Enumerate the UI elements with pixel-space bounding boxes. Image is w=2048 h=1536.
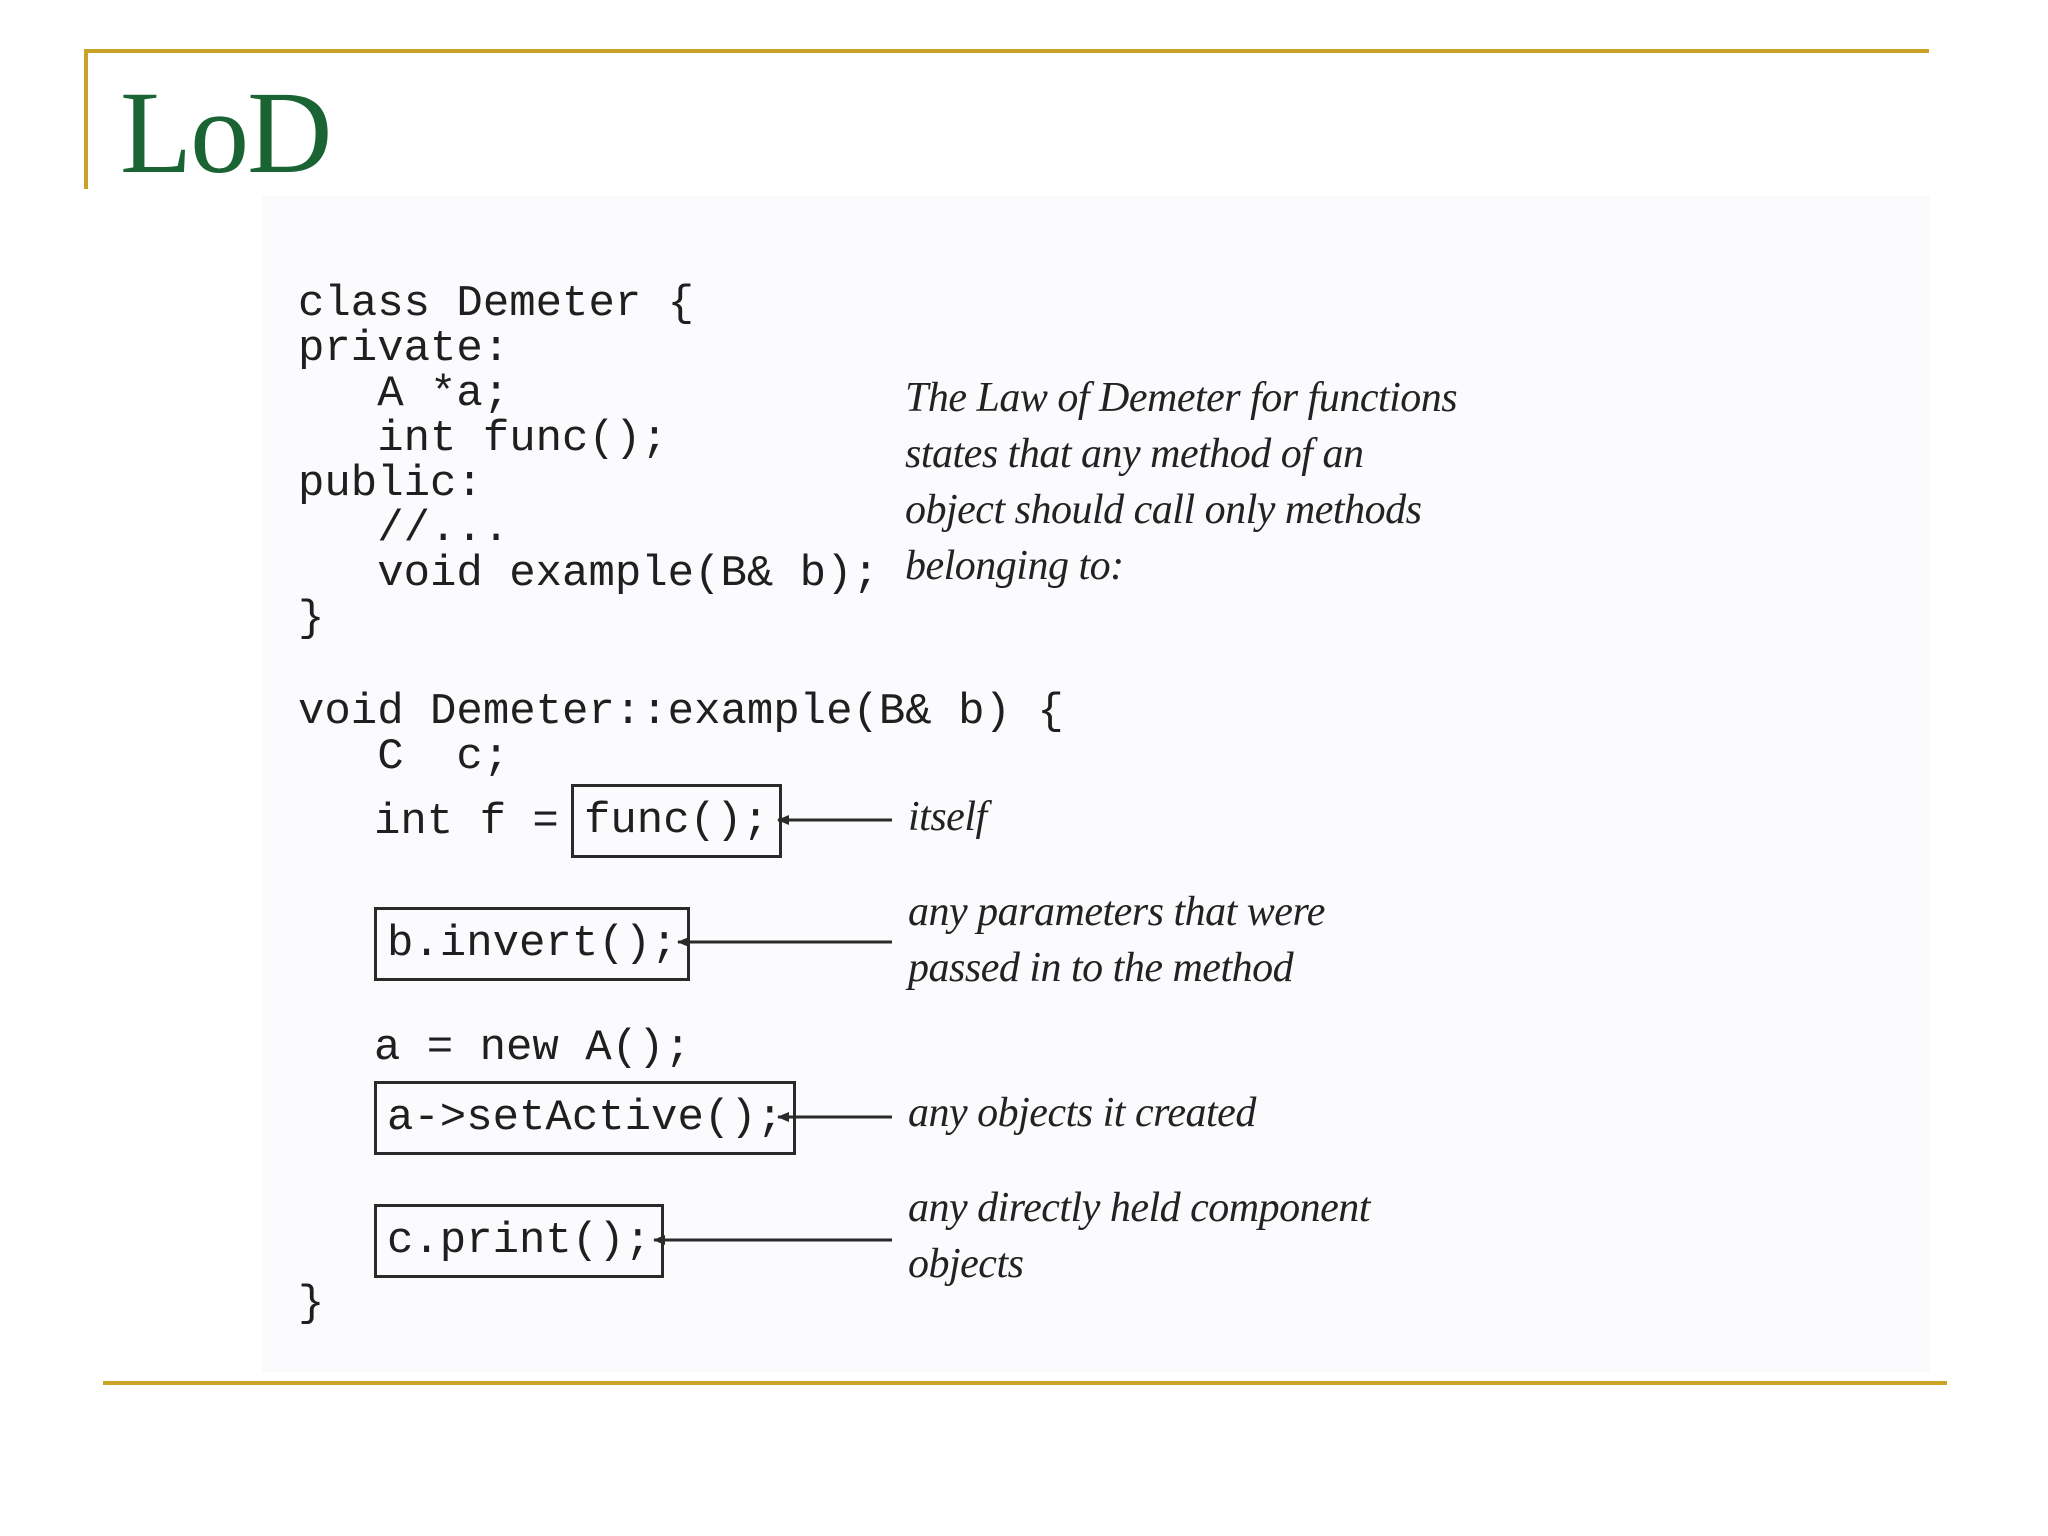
func-call-box: func(); [571, 784, 782, 858]
left-rule [84, 49, 88, 189]
method-header-code: void Demeter::example(B& b) { C c; [298, 687, 1064, 782]
class-declaration-code: class Demeter { private: A *a; int func(… [298, 279, 879, 644]
rule-created-objects: any objects it created [908, 1090, 1256, 1136]
setactive-call-box: a->setActive(); [374, 1081, 797, 1155]
bottom-rule [103, 1381, 1947, 1385]
rule-parameters: any parameters that were passed in to th… [908, 889, 1325, 991]
new-a-statement: a = new A(); [374, 1023, 691, 1073]
invert-call-box: b.invert(); [374, 907, 691, 981]
int-f-assignment: int f = [374, 797, 559, 847]
law-description: The Law of Demeter for functions states … [905, 375, 1458, 589]
print-call-box: c.print(); [374, 1204, 665, 1278]
method-closing-brace: } [298, 1279, 325, 1329]
top-rule [84, 49, 1929, 53]
demeter-figure [262, 196, 1930, 1372]
rule-itself: itself [908, 794, 987, 840]
slide-title: LoD [120, 67, 332, 198]
rule-component-objects: any directly held component objects [908, 1185, 1370, 1287]
